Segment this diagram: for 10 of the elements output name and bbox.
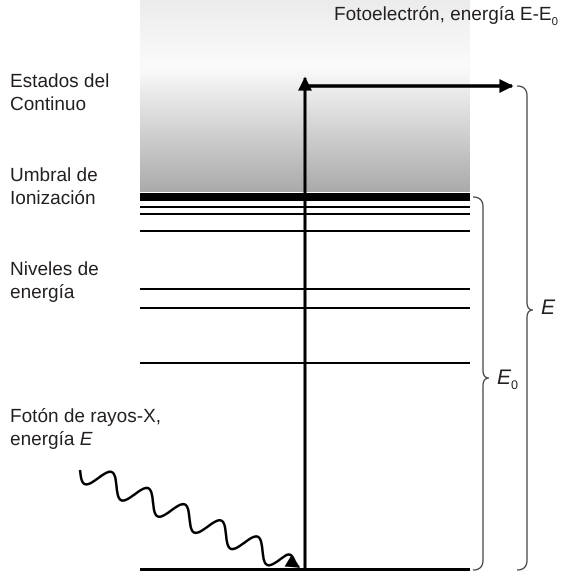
wavy-arrow [78, 470, 300, 568]
energy-levels-label: Niveles de energía [10, 258, 100, 304]
continuum-label: Estados del Continuo [10, 70, 110, 116]
ground-level-line [140, 568, 470, 571]
binding-energy-symbol: E$_{0}$ [497, 366, 518, 394]
photon-label: Fotón de rayos-X, energía E [10, 405, 210, 451]
arrow [298, 76, 312, 568]
threshold-label: Umbral de Ionización [10, 164, 99, 210]
photoelectron-label: Fotoelectrón, energía E-E$_{0}$ [334, 3, 559, 30]
energy-symbol: E [541, 296, 556, 319]
